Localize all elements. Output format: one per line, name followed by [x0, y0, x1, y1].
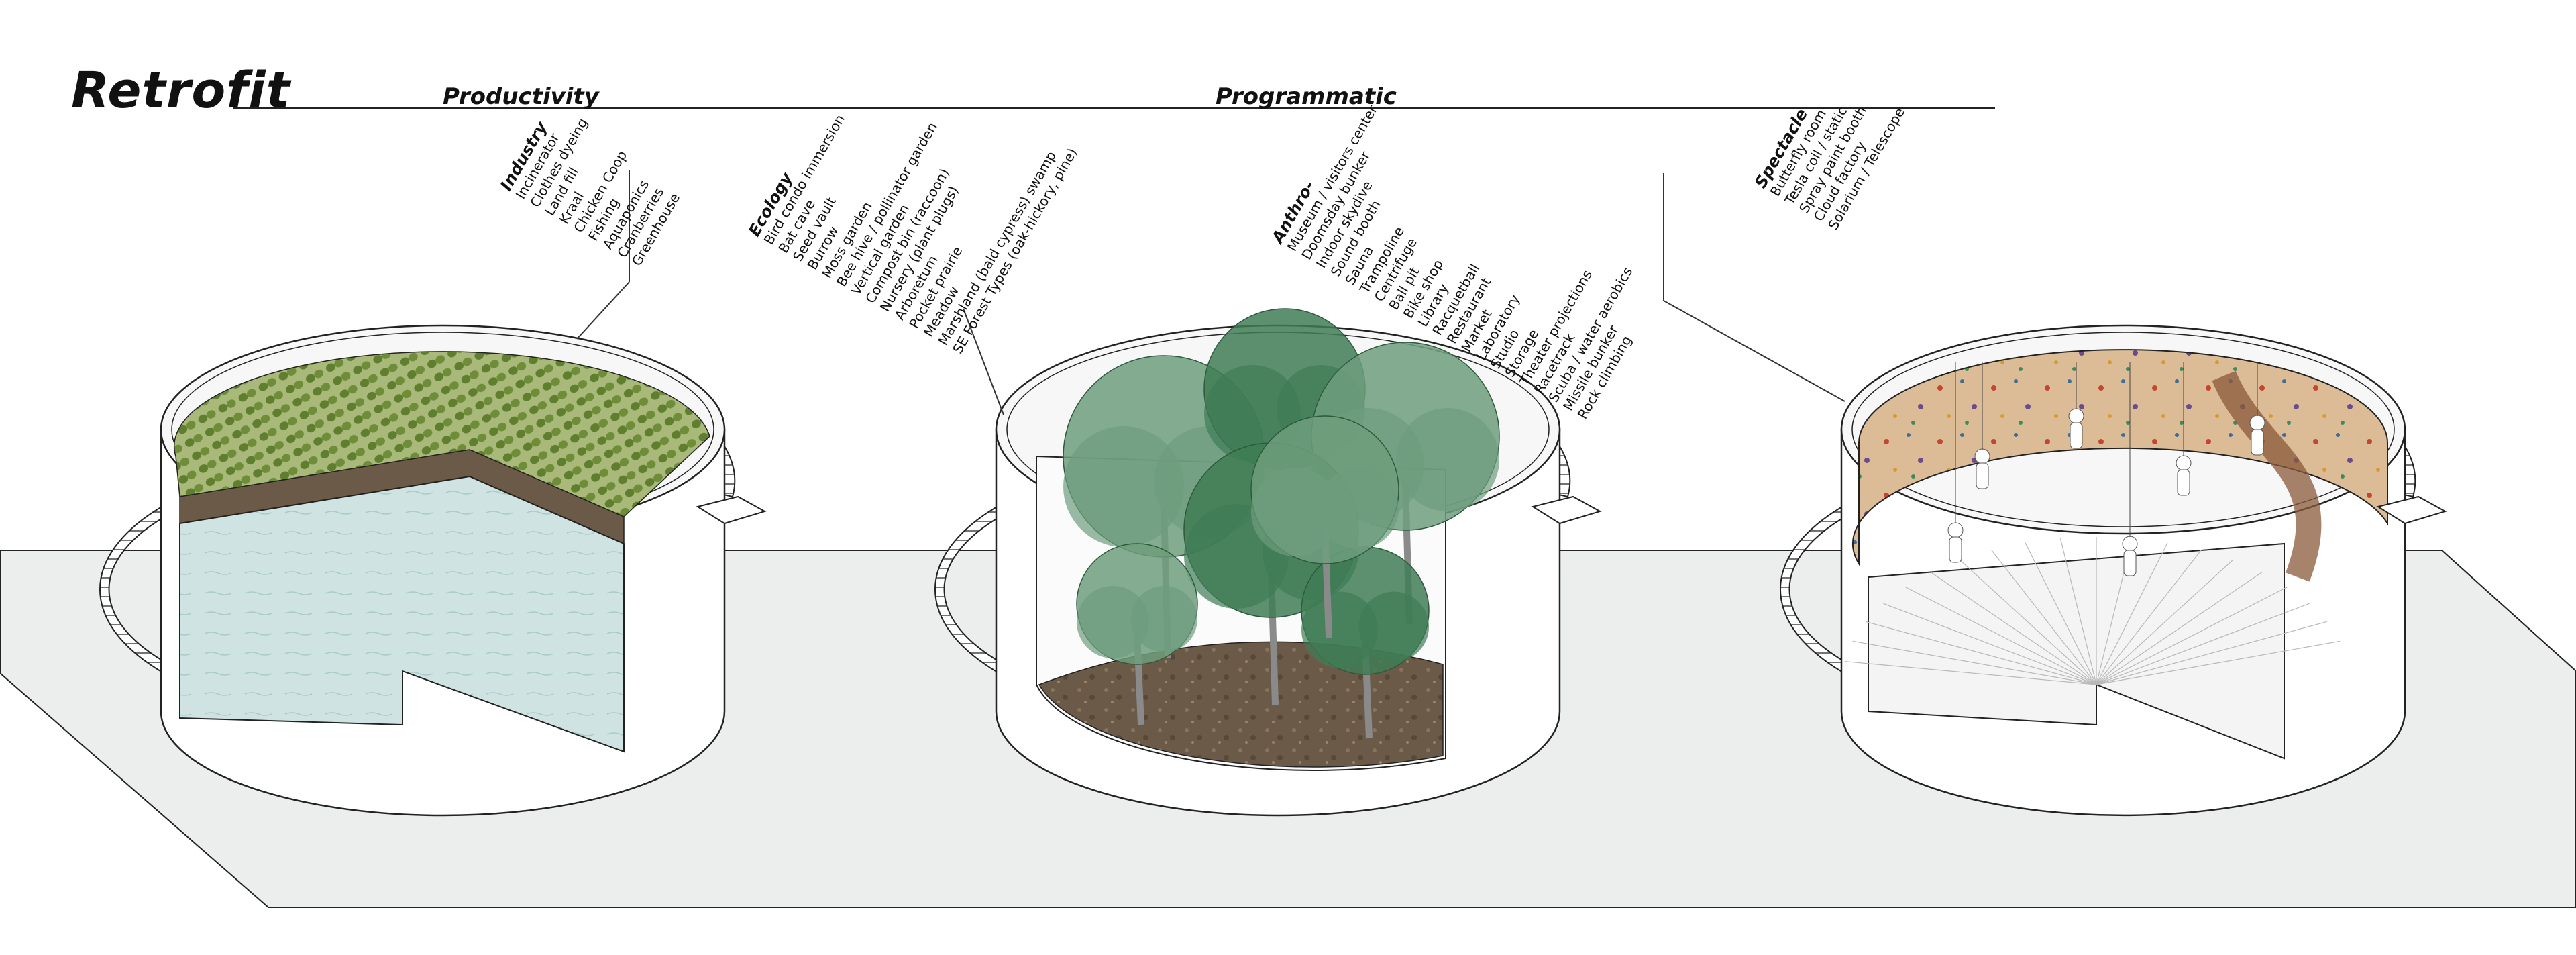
climber-figure [1947, 522, 1964, 538]
page-title: Retrofit [71, 62, 291, 119]
floor-ray [2096, 550, 2202, 685]
floor-ray [2096, 621, 2327, 685]
floor-ray [1930, 572, 2097, 685]
tree-canopy [1251, 468, 1340, 556]
climber-figure [1976, 462, 1989, 489]
climber-figure [1949, 536, 1962, 563]
climber-figure [1974, 448, 1990, 464]
rim-platform [1531, 495, 1602, 525]
climber-figure [2176, 455, 2192, 471]
floor-ray [2025, 542, 2097, 685]
tree-canopy [1318, 468, 1399, 549]
rim-platform [2376, 495, 2447, 525]
climber-figure [2122, 536, 2138, 552]
tank-productivity [99, 324, 767, 817]
tree-canopy [1077, 586, 1149, 658]
category-productivity: Productivity [443, 83, 599, 110]
climber-figure [2123, 550, 2137, 576]
floor-ray [2096, 586, 2288, 685]
climber-figure [2249, 415, 2265, 431]
tank-spectacle [1780, 324, 2447, 817]
floor-ray [2096, 603, 2310, 685]
floor-ray [1959, 559, 2097, 685]
floor-ray [2096, 542, 2168, 685]
floor-ray [2096, 559, 2234, 685]
climber-figure [2068, 408, 2084, 424]
floor-ray [2096, 572, 2263, 685]
tree-canopy [1358, 591, 1429, 662]
water-tank [179, 475, 625, 753]
climbing-wall [1851, 349, 2388, 566]
climber-figure [2251, 429, 2264, 456]
title-rule [233, 107, 1995, 109]
climber-figure [2177, 469, 2190, 496]
floor-ray [1852, 640, 2097, 685]
floor-ray [2096, 640, 2341, 685]
rim-platform [696, 495, 767, 525]
floor-ray [1904, 586, 2097, 685]
tree-canopy [1063, 426, 1184, 547]
floor-ray [1844, 660, 2097, 685]
leader-lines [576, 170, 1845, 415]
climbing-ramp [2212, 370, 2322, 582]
tree-canopy [1301, 591, 1378, 668]
floor-ray [1866, 621, 2097, 685]
tank-rim-inner [1851, 332, 2395, 527]
floor-ray [1883, 603, 2097, 685]
tree-canopy [1396, 408, 1499, 511]
tank-ecology [934, 308, 1602, 817]
climber-figure [2070, 422, 2083, 449]
floor-ray [2059, 538, 2097, 685]
floor-ray [1991, 550, 2097, 685]
tree-canopy [1131, 586, 1197, 652]
category-programmatic: Programmatic [1216, 83, 1397, 110]
